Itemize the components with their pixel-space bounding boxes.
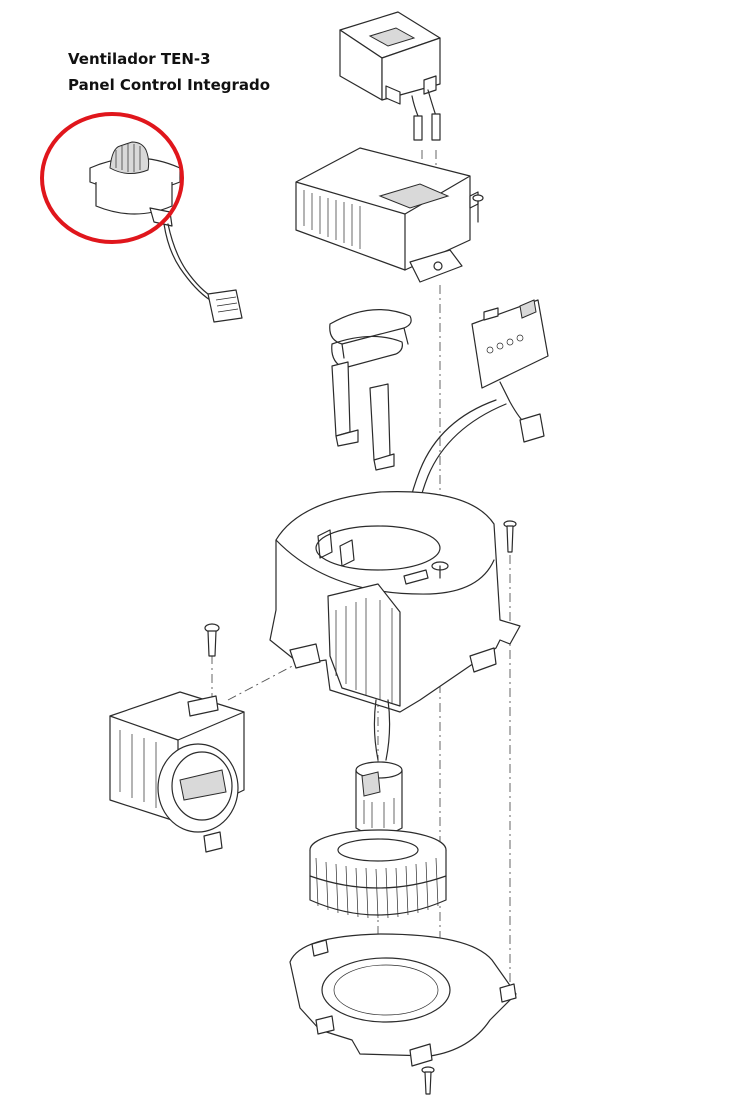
blower-wheel-part (309, 829, 447, 919)
cover-housing-part (295, 147, 479, 283)
screw-left (204, 623, 220, 657)
screw-top-right (472, 194, 484, 223)
guide-brackets (331, 361, 395, 471)
highlight-circle (40, 112, 184, 244)
integrated-control-fan-part (89, 141, 243, 323)
scroll-housing-part (269, 491, 521, 713)
base-plate-part (289, 933, 517, 1067)
inlet-duct-part (109, 691, 245, 853)
diagram-caption: Ventilador TEN-3 Panel Control Integrado (68, 46, 270, 98)
spring-clip-part (329, 309, 412, 369)
control-board-part (471, 299, 549, 443)
caption-subtitle: Panel Control Integrado (68, 76, 271, 94)
screw-bottom (421, 1066, 435, 1095)
transformer-part (339, 11, 441, 141)
motor-part (355, 699, 403, 847)
caption-title: Ventilador TEN-3 (68, 50, 211, 68)
screw-right (503, 520, 517, 553)
